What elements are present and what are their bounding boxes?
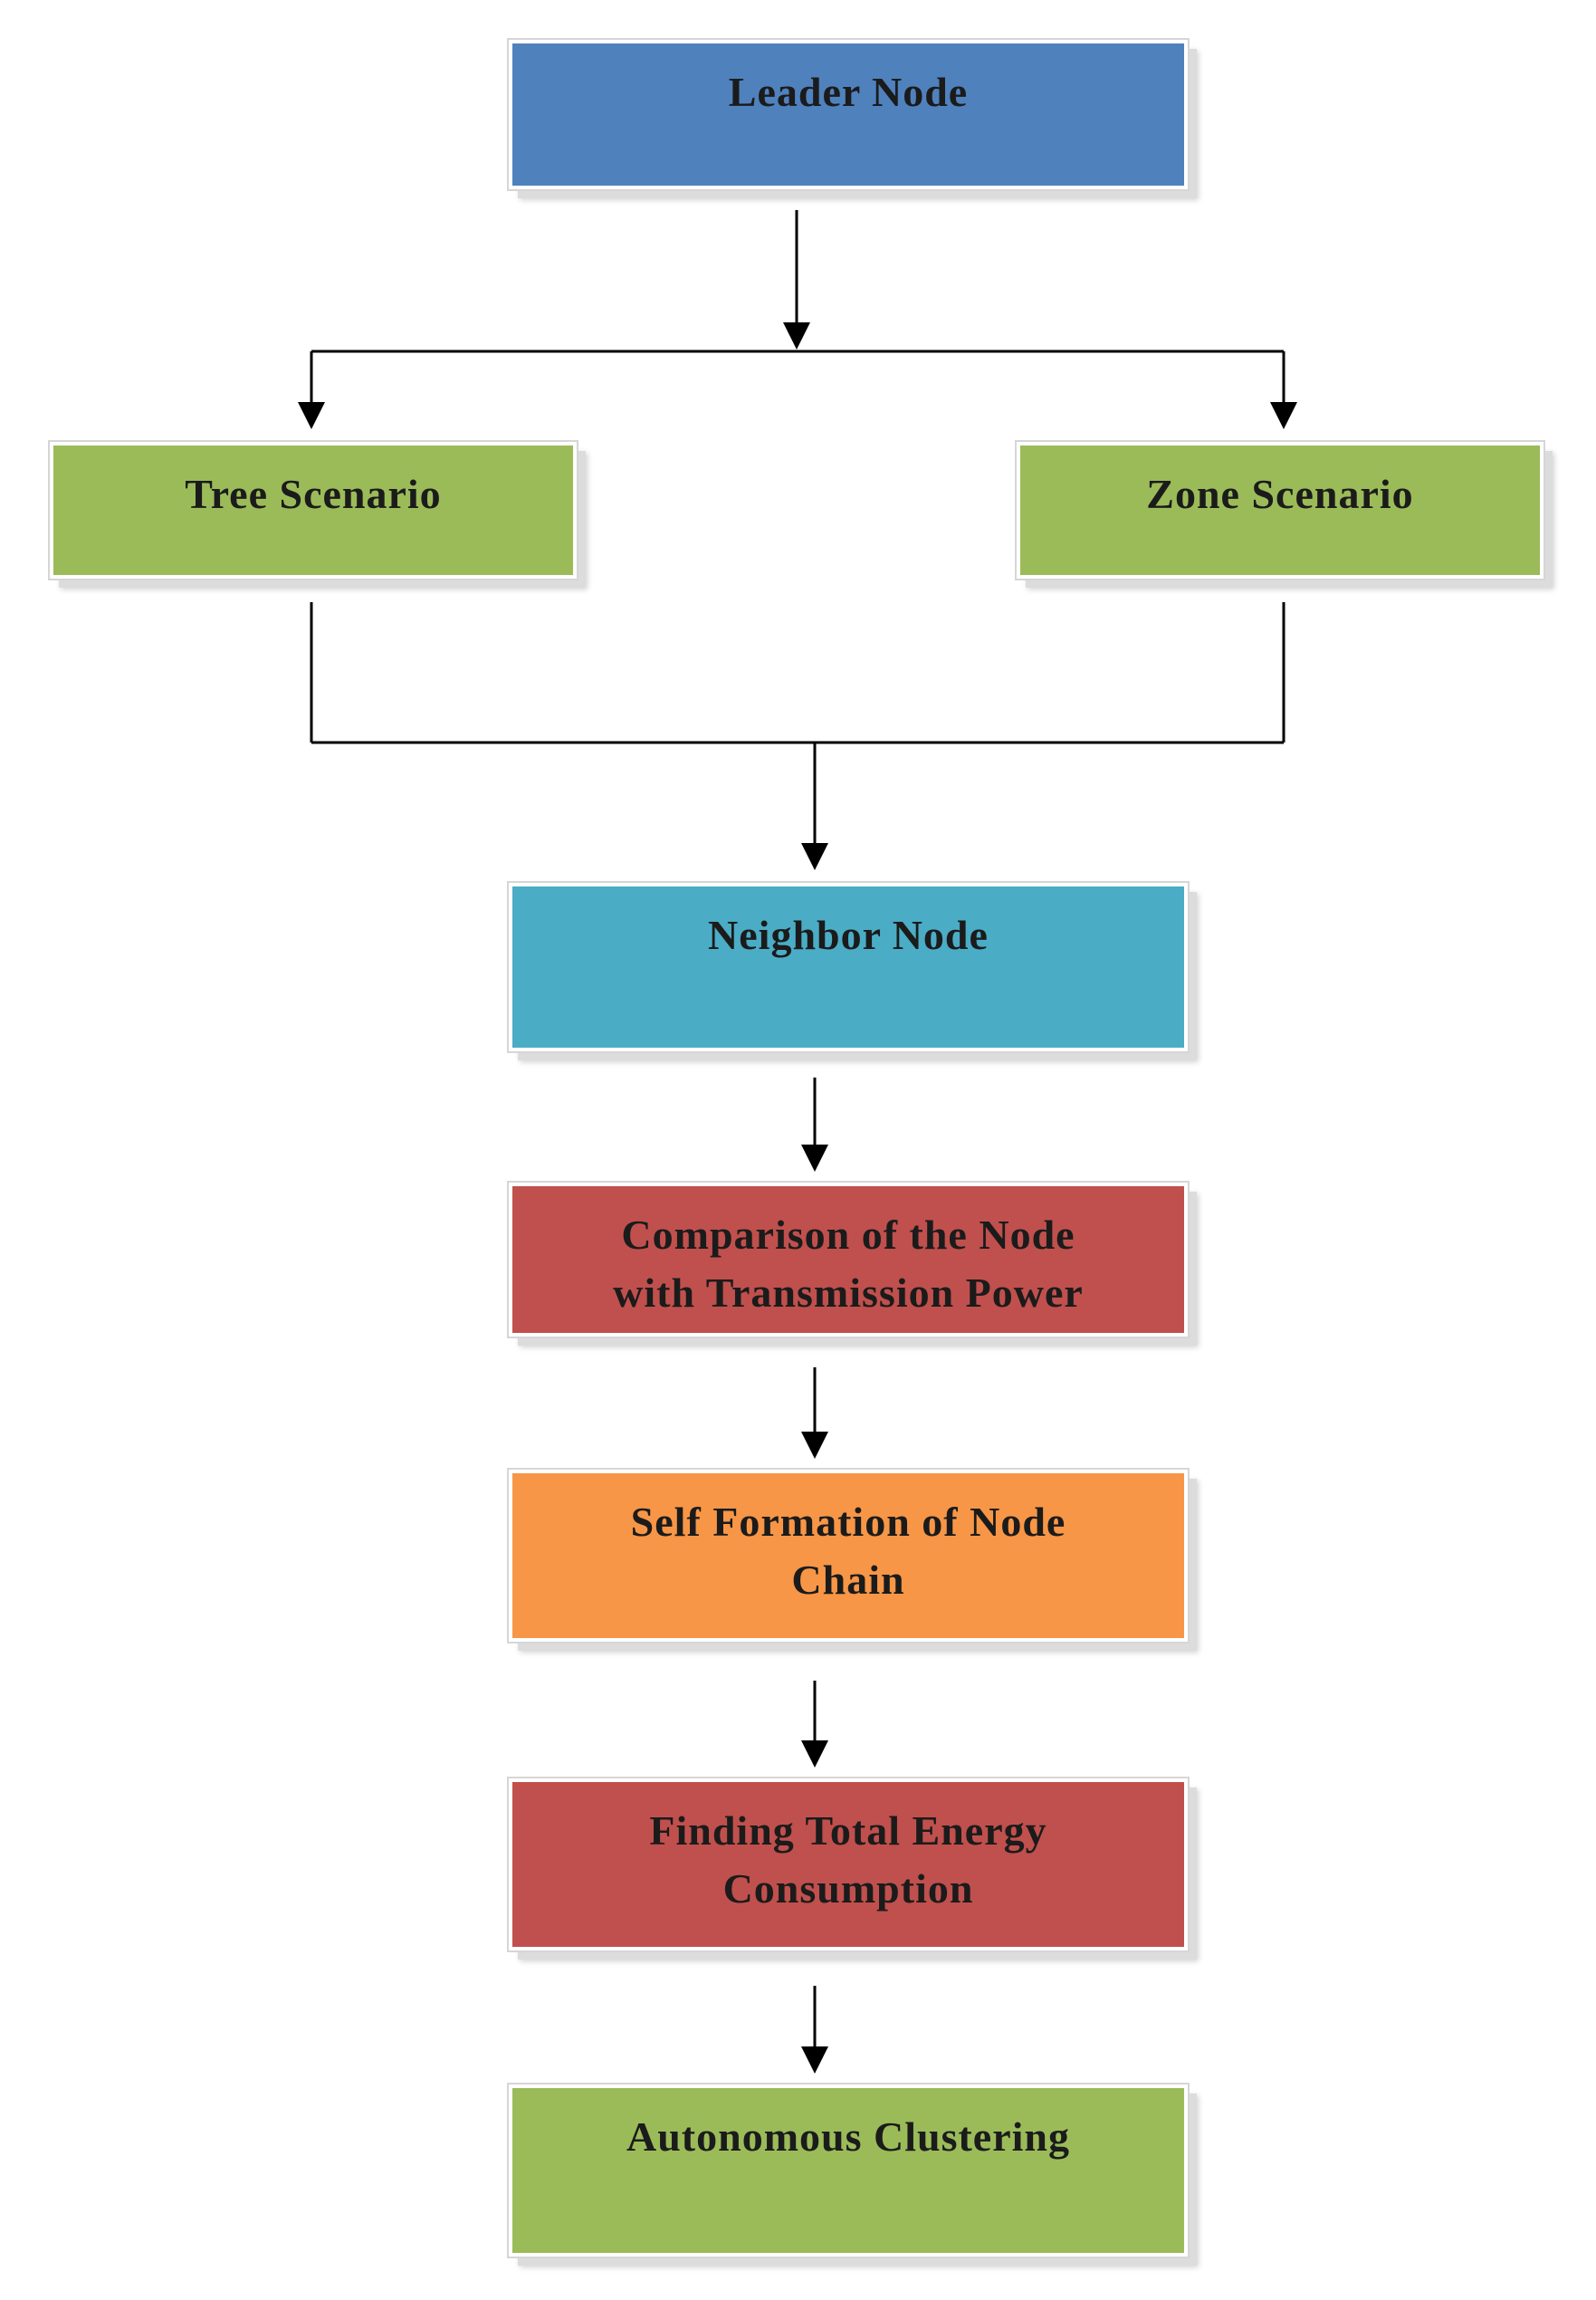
total-energy-label-line-1: Finding Total Energy [649,1807,1047,1854]
tree-scenario-box: Tree Scenario [48,440,578,580]
total-energy-box: Finding Total Energy Consumption [507,1777,1190,1952]
neighbor-node-label-line-1: Neighbor Node [708,912,989,958]
comparison-node-box: Comparison of the Node with Transmission… [507,1181,1190,1338]
zone-scenario-box: Zone Scenario [1015,440,1545,580]
self-formation-label-line-1: Self Formation of Node [630,1499,1066,1545]
comparison-label-line-2: with Transmission Power [613,1270,1084,1316]
autonomous-clustering-label-line-1: Autonomous Clustering [626,2113,1070,2160]
neighbor-node-box: Neighbor Node [507,881,1190,1053]
self-formation-label-line-2: Chain [791,1557,905,1603]
total-energy-label-line-2: Consumption [722,1865,974,1912]
autonomous-clustering-box: Autonomous Clustering [507,2083,1190,2258]
leader-node-box: Leader Node [507,38,1190,191]
comparison-label-line-1: Comparison of the Node [621,1212,1075,1258]
zone-scenario-label-line-1: Zone Scenario [1146,471,1414,517]
tree-scenario-label-line-1: Tree Scenario [185,471,442,517]
self-formation-box: Self Formation of Node Chain [507,1468,1190,1644]
leader-node-label-line-1: Leader Node [728,69,969,115]
